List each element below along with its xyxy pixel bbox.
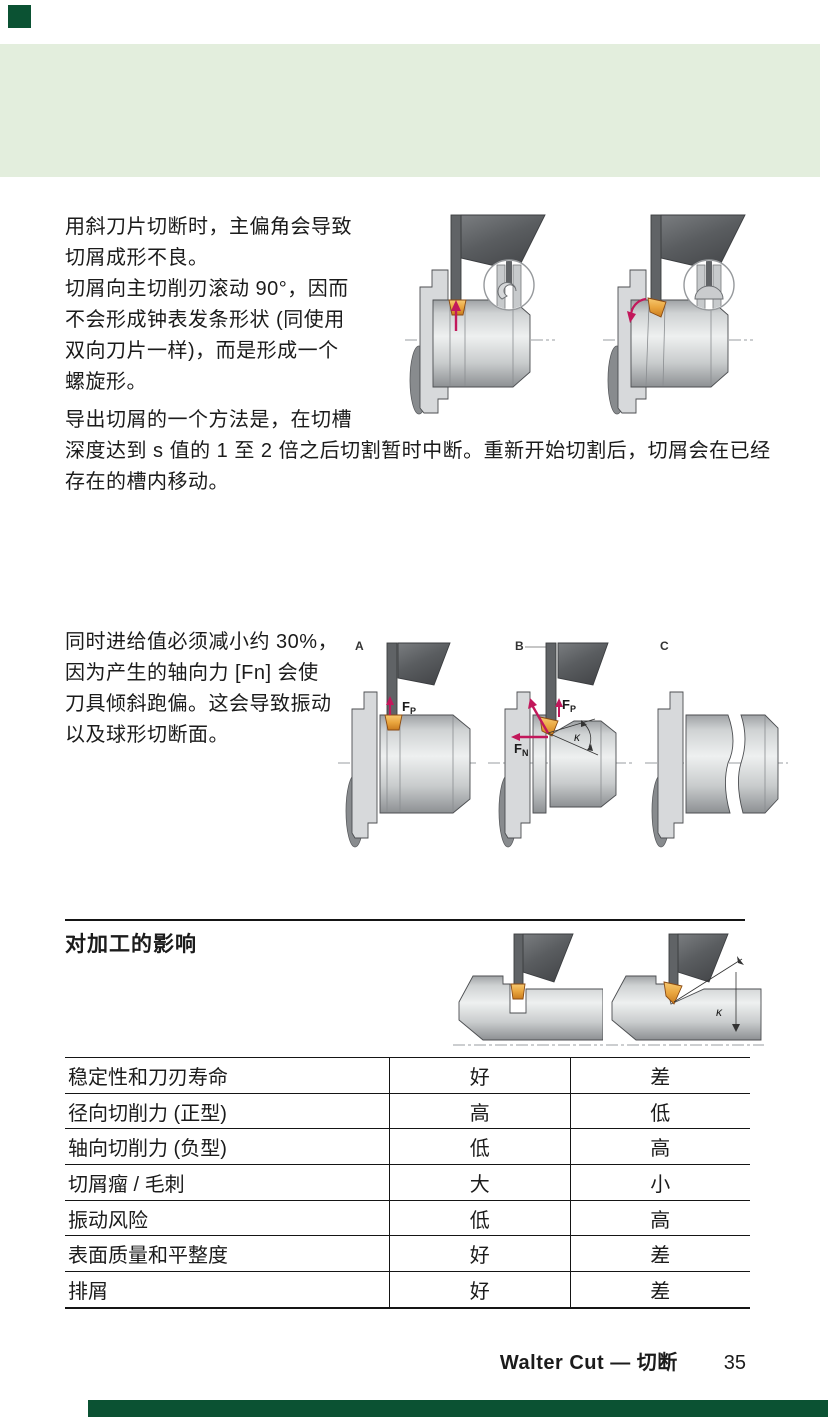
force-fn-label: FN <box>514 741 528 758</box>
tool-holder <box>397 642 451 686</box>
table-cell-label: 排屑 <box>68 1280 108 1303</box>
tool-blade <box>513 933 524 987</box>
workpiece-cylinder <box>432 299 531 388</box>
table-cell-angled: 小 <box>650 1173 671 1196</box>
table-cell-straight: 低 <box>389 1129 571 1165</box>
table-row: 排屑 好 差 <box>65 1272 750 1309</box>
table-cell-straight: 好 <box>389 1272 571 1307</box>
table-cell-label: 稳定性和刀刃寿命 <box>68 1066 228 1089</box>
figure-label-a: A <box>355 639 364 653</box>
comparison-table: 稳定性和刀刃寿命 好 差 径向切削力 (正型) 高 低 轴向切削力 (负型) 低… <box>65 1057 750 1309</box>
dome-chip <box>694 285 724 300</box>
tool-blade <box>668 933 679 987</box>
table-cell-label: 表面质量和平整度 <box>68 1245 228 1268</box>
tool-blade <box>450 214 462 302</box>
section-rule <box>65 919 745 921</box>
page-footer: Walter Cut — 切断 35 <box>400 1346 746 1375</box>
cutting-insert <box>510 983 526 1000</box>
figure-label-c: C <box>660 639 669 653</box>
footer-title: Walter Cut — 切断 <box>499 1352 678 1374</box>
header-band <box>0 44 820 177</box>
kappa-label: κ <box>716 1005 723 1019</box>
force-fp-label: FP <box>402 699 416 716</box>
table-cell-angled: 高 <box>650 1138 671 1161</box>
workpiece-right-part <box>738 714 779 814</box>
cutting-insert <box>384 714 403 731</box>
workpiece-cone <box>549 720 617 808</box>
table-row: 轴向切削力 (负型) 低 高 <box>65 1129 750 1166</box>
workpiece-flange <box>657 691 684 839</box>
cutting-insert-angled <box>647 297 667 318</box>
tool-blade <box>386 642 398 717</box>
tool-holder <box>677 933 729 983</box>
table-cell-angled: 高 <box>650 1209 671 1232</box>
table-row: 径向切削力 (正型) 高 低 <box>65 1093 750 1130</box>
table-cell-straight: 高 <box>389 1093 571 1129</box>
tool-holder <box>522 933 574 983</box>
figure-c-ball-face <box>645 691 788 848</box>
table-row: 切屑瘤 / 毛刺 大 小 <box>65 1165 750 1201</box>
page-number: 35 <box>723 1352 746 1374</box>
workpiece-left-part <box>685 714 734 814</box>
workpiece <box>458 975 603 1041</box>
table-cell-straight: 低 <box>389 1200 571 1236</box>
table-cell-angled: 差 <box>650 1066 671 1089</box>
kappa-label: κ <box>574 730 581 744</box>
force-fp-label: FP <box>562 697 576 714</box>
table-cell-label: 径向切削力 (正型) <box>68 1102 227 1125</box>
table-cell-angled: 低 <box>650 1102 671 1125</box>
paragraph-chip-evacuation: 导出切屑的一个方法是，在切槽 深度达到 s 值的 1 至 2 倍之后切割暂时中断… <box>65 409 771 493</box>
table-cell-straight: 好 <box>389 1058 571 1093</box>
table-cell-angled: 差 <box>650 1245 671 1268</box>
figure-angled-insert-chip <box>603 214 753 415</box>
kappa-line-2 <box>547 732 599 756</box>
figure-table-angled-insert: κ <box>606 933 764 1046</box>
spiral-chip <box>497 282 517 300</box>
table-cell-label: 轴向切削力 (负型) <box>68 1138 227 1161</box>
workpiece-cylinder <box>379 714 471 814</box>
workpiece-disc <box>532 714 547 814</box>
kappa-line-1 <box>547 718 596 734</box>
figure-label-b: B <box>515 639 524 653</box>
workpiece <box>611 975 762 1041</box>
table-cell-label: 振动风险 <box>68 1209 148 1232</box>
figure-straight-insert-chip <box>405 214 555 415</box>
corner-mark <box>8 5 31 28</box>
kappa-line-1 <box>673 958 743 1003</box>
tool-blade <box>545 642 557 722</box>
figure-b-force-diagram: κ FP FN <box>488 642 633 848</box>
table-cell-angled: 差 <box>650 1280 671 1303</box>
paragraph-feed-reduction: 同时进给值必须减小约 30%， 因为产生的轴向力 [Fn] 会使 刀具倾斜跑偏。… <box>65 631 339 746</box>
table-cell-label: 切屑瘤 / 毛刺 <box>68 1173 185 1196</box>
footer-bar <box>88 1400 828 1417</box>
figure-table-straight-insert <box>453 933 603 1046</box>
tool-blade <box>650 214 662 304</box>
table-row: 稳定性和刀刃寿命 好 差 <box>65 1058 750 1094</box>
tool-holder <box>557 642 609 686</box>
cutting-insert-angled <box>663 981 683 1005</box>
chip-inset-scene <box>496 261 522 309</box>
table-heading: 对加工的影响 <box>65 933 197 956</box>
table-row: 振动风险 低 高 <box>65 1200 750 1237</box>
paragraph-chip-formation: 用斜刀片切断时，主偏角会导致 切屑成形不良。 切屑向主切削刃滚动 90°，因而 … <box>65 216 352 393</box>
table-cell-straight: 好 <box>389 1236 571 1272</box>
workpiece-flange <box>504 691 531 839</box>
chip-inset-scene <box>694 261 724 309</box>
resultant-arrow <box>530 704 550 734</box>
workpiece-cylinder <box>630 299 729 388</box>
table-row: 表面质量和平整度 好 差 <box>65 1236 750 1273</box>
workpiece-flange <box>351 691 378 839</box>
table-cell-straight: 大 <box>389 1165 571 1200</box>
figure-a-radial-force: FP <box>338 642 476 848</box>
